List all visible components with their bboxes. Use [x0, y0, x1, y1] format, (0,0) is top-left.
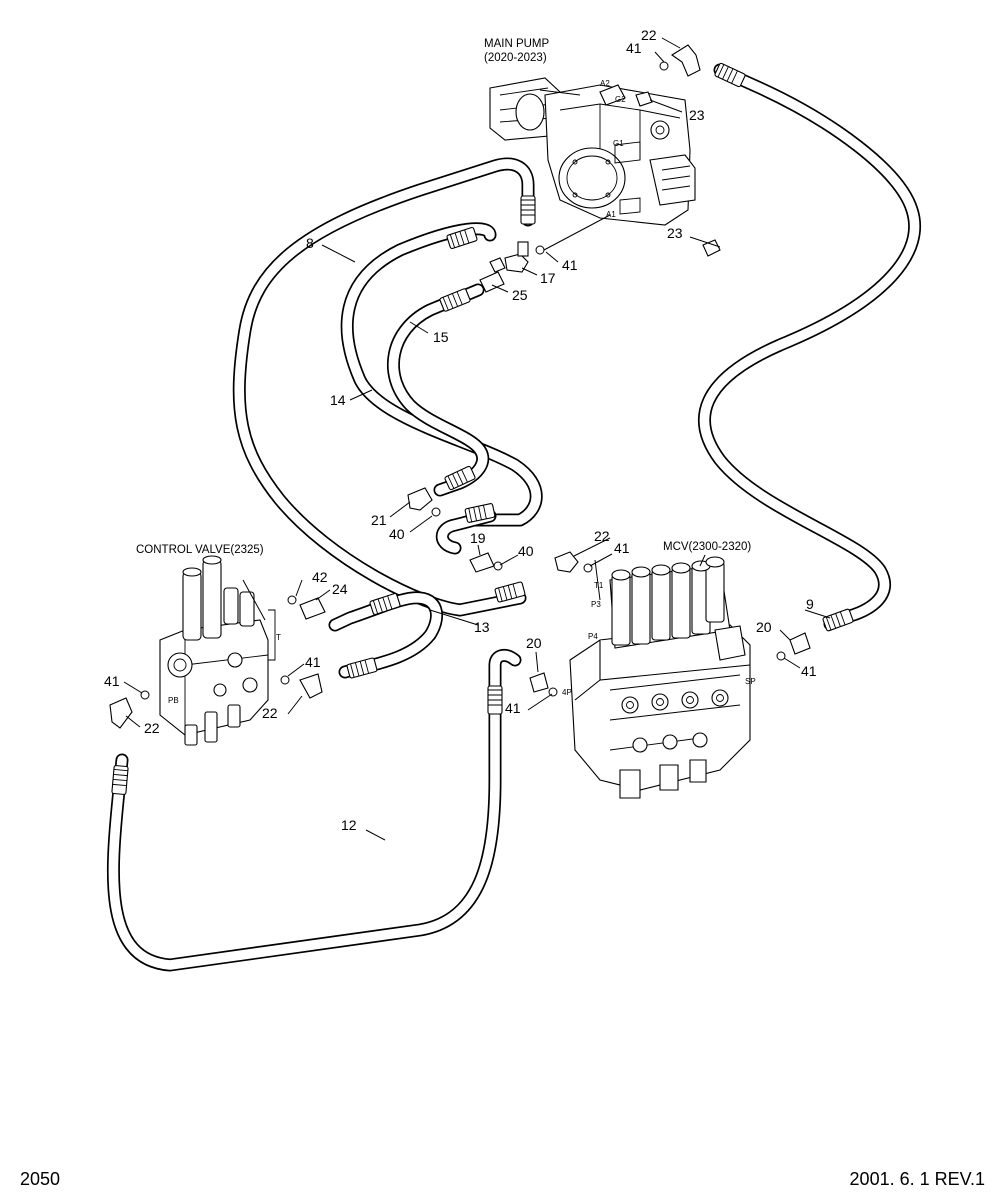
part-40-right: 40 — [518, 543, 534, 559]
hoses — [106, 63, 922, 972]
elbow-22-mcv — [554, 551, 593, 573]
part-21: 21 — [371, 512, 387, 528]
port-4p: 4P — [562, 688, 572, 697]
small-fittings — [109, 44, 811, 729]
part-23-top: 23 — [689, 107, 705, 123]
part-20-right: 20 — [756, 619, 772, 635]
fitting-hose-13-right — [346, 657, 378, 679]
oring-41-pump — [535, 245, 545, 255]
part-42: 42 — [312, 569, 328, 585]
hose-8 — [232, 157, 535, 617]
part-15: 15 — [433, 329, 449, 345]
part-41-cv-left: 41 — [104, 673, 120, 689]
part-41-pump-bottom: 41 — [562, 257, 578, 273]
fitting-hose-9-top — [714, 62, 746, 88]
fitting-hose-15-bottom — [444, 465, 476, 491]
part-8: 8 — [306, 235, 314, 251]
fitting-hose-13-left — [369, 592, 401, 616]
adapter-25 — [479, 257, 506, 293]
plug-23-bottom — [702, 239, 721, 257]
fitting-hose-12-left — [111, 765, 129, 795]
part-17: 17 — [540, 270, 556, 286]
page-number: 2050 — [20, 1169, 61, 1189]
port-p4: P4 — [588, 632, 598, 641]
port-sp: SP — [745, 677, 756, 686]
revision-date: 2001. 6. 1 REV.1 — [849, 1169, 985, 1189]
label-main-pump-line1: MAIN PUMP — [484, 38, 550, 50]
part-41-cv-right: 41 — [305, 654, 321, 670]
hose-15 — [386, 283, 490, 497]
hose-fittings — [111, 62, 854, 795]
fitting-hose-14-bottom — [464, 503, 496, 523]
label-main-pump-line2: (2020-2023) — [484, 52, 547, 64]
port-a2: A2 — [600, 79, 610, 88]
part-14: 14 — [330, 392, 346, 408]
label-mcv: MCV(2300-2320) — [663, 541, 751, 553]
part-19: 19 — [470, 530, 486, 546]
leader-lines — [123, 37, 831, 841]
part-24: 24 — [332, 581, 348, 597]
part-22-pump: 22 — [641, 27, 657, 43]
part-40-left: 40 — [389, 526, 405, 542]
hose-14 — [340, 222, 543, 527]
part-41-pump-top: 41 — [626, 40, 642, 56]
connector-20-right — [776, 632, 811, 661]
fitting-hose-8-bottom — [494, 581, 526, 603]
connector-24 — [287, 595, 326, 620]
part-25: 25 — [512, 287, 528, 303]
mcv-valve — [569, 556, 751, 799]
port-labels: A2 G2 G1 A1 T1 P3 P4 SP 4P PB T — [168, 79, 756, 705]
fitting-hose-9-bottom — [822, 608, 854, 632]
part-22-mcv: 22 — [594, 528, 610, 544]
control-valve — [159, 555, 276, 746]
part-numbers: 22 41 23 23 8 41 17 25 15 14 21 40 19 40… — [104, 27, 817, 833]
elbow-21 — [407, 487, 441, 517]
fitting-hose-14-top — [446, 226, 478, 250]
port-pb: PB — [168, 696, 179, 705]
connector-20-center — [529, 672, 558, 697]
port-a1: A1 — [606, 210, 616, 219]
main-pump — [489, 77, 696, 226]
port-g2: G2 — [615, 95, 626, 104]
fitting-hose-8-top — [520, 195, 536, 225]
plug-23-top — [635, 91, 653, 107]
fitting-hose-12-top — [487, 685, 503, 715]
hose-9 — [698, 63, 922, 631]
port-t: T — [276, 633, 281, 642]
part-22-cv: 22 — [262, 705, 278, 721]
part-20-center: 20 — [526, 635, 542, 651]
part-41-mcv: 41 — [614, 540, 630, 556]
port-g1: G1 — [613, 139, 624, 148]
part-12: 12 — [341, 817, 357, 833]
part-23-bottom: 23 — [667, 225, 683, 241]
part-22-left: 22 — [144, 720, 160, 736]
hose-19 — [435, 509, 497, 555]
elbow-22-pump — [659, 44, 701, 77]
part-41-center: 41 — [505, 700, 521, 716]
elbow-22-left — [109, 690, 150, 729]
port-p3: P3 — [591, 600, 601, 609]
label-control-valve: CONTROL VALVE(2325) — [136, 544, 264, 556]
fitting-hose-15-top — [439, 288, 471, 312]
tee-17 — [504, 241, 529, 273]
component-labels: MAIN PUMP (2020-2023) CONTROL VALVE(2325… — [136, 38, 751, 556]
connector-19 — [469, 552, 503, 573]
hose-12 — [106, 648, 522, 972]
part-9: 9 — [806, 596, 814, 612]
port-t1: T1 — [594, 581, 604, 590]
elbow-22-cv — [280, 673, 323, 699]
part-13: 13 — [474, 619, 490, 635]
part-41-right: 41 — [801, 663, 817, 679]
